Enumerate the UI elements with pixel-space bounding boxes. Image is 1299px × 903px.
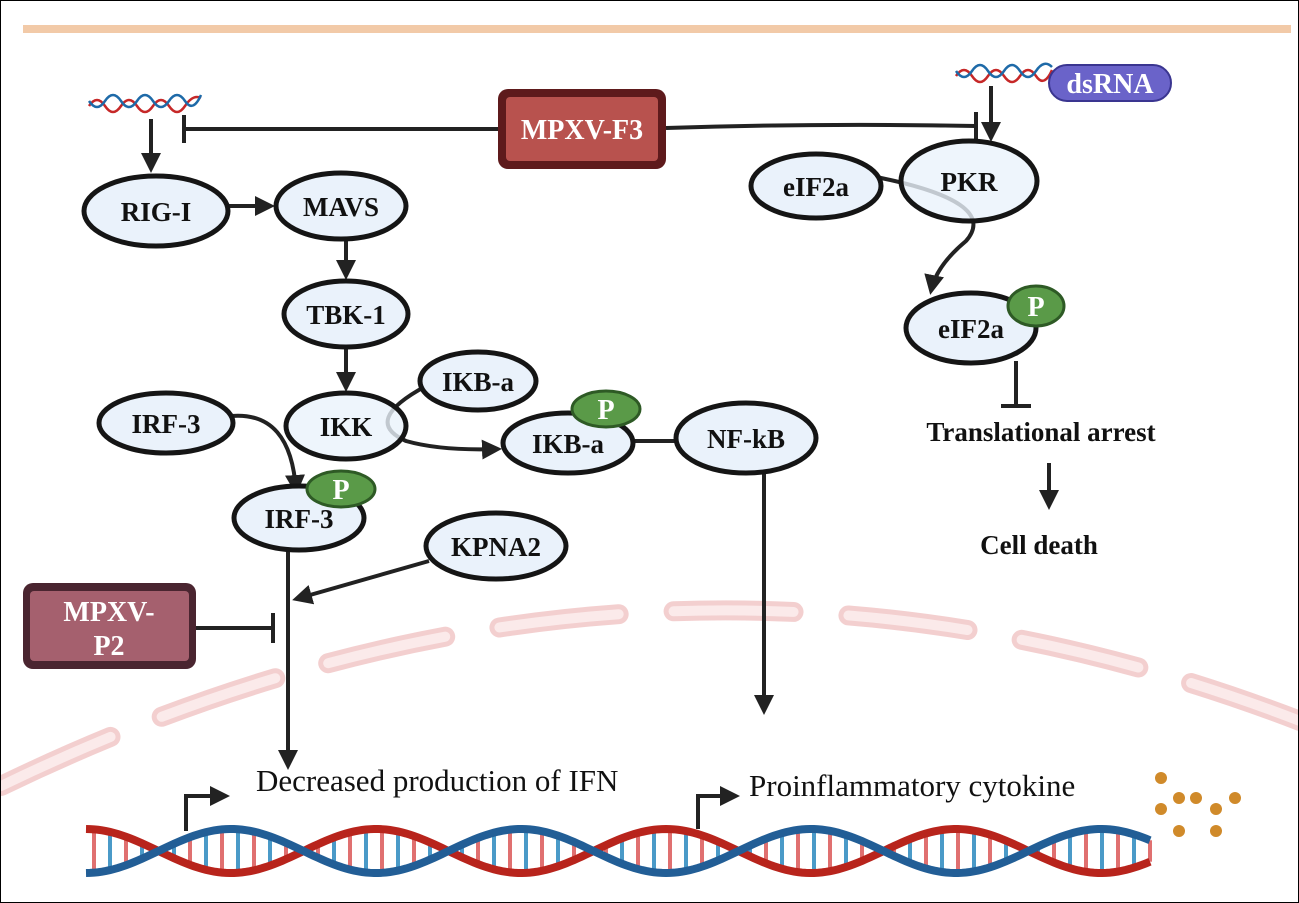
mpxv-p2-label-line1: MPXV- [63, 597, 154, 628]
phospho-badge [570, 389, 642, 429]
svg-text:P: P [1027, 292, 1044, 323]
svg-text:RIG-I: RIG-I [121, 197, 192, 227]
node-ikb-a-phosphorylated: IKB-a P [500, 389, 642, 476]
node-irf3: IRF-3 [96, 390, 236, 456]
node-irf3-phosphorylated: IRF-3 P [231, 469, 377, 553]
f3-inhibits-pkr [665, 122, 977, 130]
node-mavs: MAVS [273, 170, 409, 242]
dna-strand [85, 825, 1152, 878]
cell-death-label: Cell death [980, 530, 1098, 560]
cytokine-dots-icon [1155, 772, 1241, 837]
mpxv-p2-box: MPXV- P2 [23, 583, 196, 669]
translational-arrest-label: Translational arrest [926, 417, 1155, 447]
dna-helix-icon [85, 824, 1152, 878]
cytokine-outcome-label: Proinflammatory cytokine [749, 768, 1075, 803]
node-rig-i: RIG-I [81, 173, 231, 249]
mpxv-f3-box: MPXV-F3 [498, 89, 666, 169]
node-kpna2: KPNA2 [423, 510, 569, 582]
svg-text:IKB-a: IKB-a [442, 367, 515, 397]
node-eif2a-phosphorylated: eIF2a P [903, 284, 1066, 366]
svg-text:eIF2a: eIF2a [783, 172, 849, 202]
cytokine-promoter-arrow [696, 786, 740, 829]
phospho-badge [305, 469, 377, 509]
ifn-outcome-label: Decreased production of IFN [256, 763, 618, 798]
dna-strand [85, 824, 1152, 877]
phospho-badge [1006, 284, 1066, 328]
svg-text:KPNA2: KPNA2 [451, 532, 541, 562]
node-eif2a: eIF2a [748, 151, 884, 221]
svg-text:P: P [597, 395, 614, 426]
svg-text:P: P [332, 475, 349, 506]
dsrna-badge [1048, 64, 1172, 102]
dsrna-label: dsRNA [1066, 69, 1154, 100]
svg-text:IKK: IKK [320, 412, 373, 442]
dsrna-strand-icon [954, 62, 1054, 84]
node-ikk: IKK [283, 390, 409, 462]
svg-text:IRF-3: IRF-3 [132, 409, 201, 439]
ifn-promoter-arrow [184, 786, 230, 831]
mpxv-p2-label-line2: P2 [93, 631, 124, 662]
node-pkr: PKR [898, 138, 1040, 224]
svg-text:PKR: PKR [941, 167, 998, 197]
svg-text:IRF-3: IRF-3 [265, 504, 334, 534]
svg-text:NF-kB: NF-kB [707, 424, 785, 454]
mpxv-f3-label: MPXV-F3 [521, 115, 643, 146]
svg-text:TBK-1: TBK-1 [306, 300, 386, 330]
node-tbk1: TBK-1 [281, 278, 411, 350]
svg-text:IKB-a: IKB-a [532, 429, 605, 459]
svg-text:eIF2a: eIF2a [938, 314, 1004, 344]
svg-text:MAVS: MAVS [303, 192, 379, 222]
node-nfkb: NF-kB [673, 400, 819, 476]
viral-rna-icon [87, 93, 203, 114]
node-ikb-a: IKB-a [417, 349, 539, 413]
